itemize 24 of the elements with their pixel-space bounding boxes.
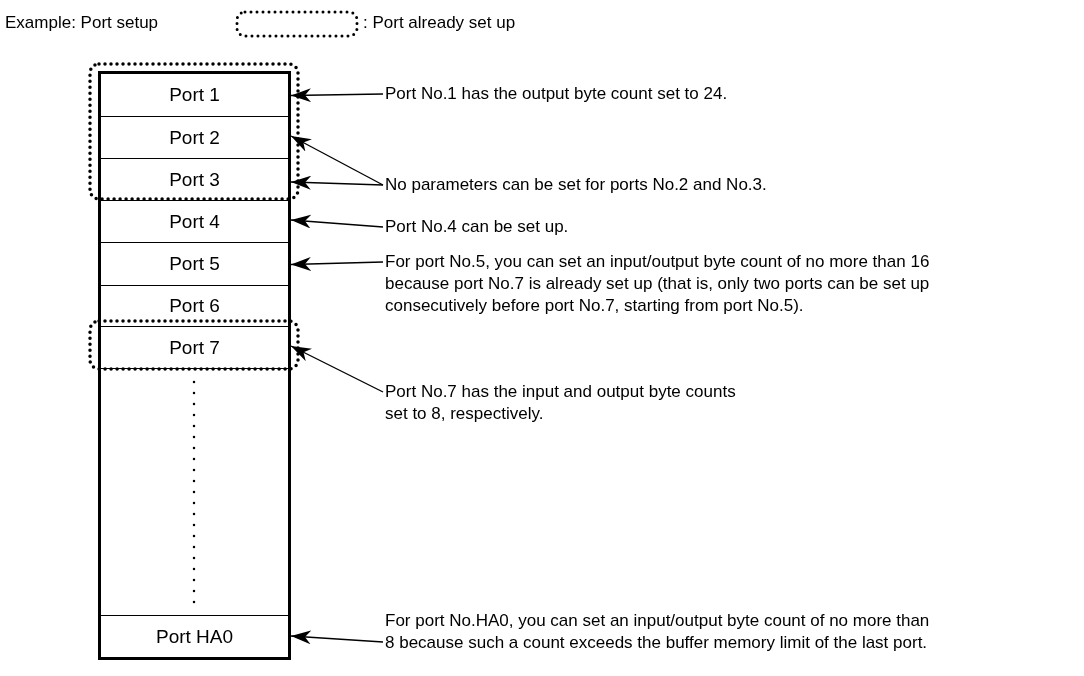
port-row: Port 3 <box>101 159 288 201</box>
leader-arrow <box>290 630 384 645</box>
leader-arrow <box>290 88 384 103</box>
legend-text: : Port already set up <box>363 13 516 33</box>
note-text: For port No.HA0, you can set an input/output byte count of no more than 8 because such a count exceeds the buffer memory limit of the last port. <box>385 610 930 654</box>
port-column-box <box>98 71 291 660</box>
example-heading: Example: Port setup <box>5 13 159 33</box>
port-row: Port 5 <box>101 243 288 286</box>
port-row: Port 6 <box>101 286 288 327</box>
leader-arrow <box>290 256 384 271</box>
port-row: Port 4 <box>101 201 288 243</box>
note-text: Port No.7 has the input and output byte counts set to 8, respectively. <box>385 381 757 425</box>
port-row: Port 7 <box>101 327 288 369</box>
leader-arrow <box>290 345 384 393</box>
port-row: Port 2 <box>101 117 288 159</box>
note-text: Port No.4 can be set up. <box>385 216 1075 238</box>
leader-arrow <box>290 135 384 186</box>
port-row: Port HA0 <box>101 615 288 657</box>
note-text: For port No.5, you can set an input/output byte count of no more than 16 because port No.7 is already set up (that is, only two ports can be set up consecutively before port No.7, starting from port No.5). <box>385 251 955 317</box>
note-text: No parameters can be set for ports No.2 and No.3. <box>385 174 1075 196</box>
leader-arrow <box>290 175 384 190</box>
note-text: Port No.1 has the output byte count set to 24. <box>385 83 1075 105</box>
leader-arrow <box>290 214 384 229</box>
port-row: Port 1 <box>101 74 288 117</box>
